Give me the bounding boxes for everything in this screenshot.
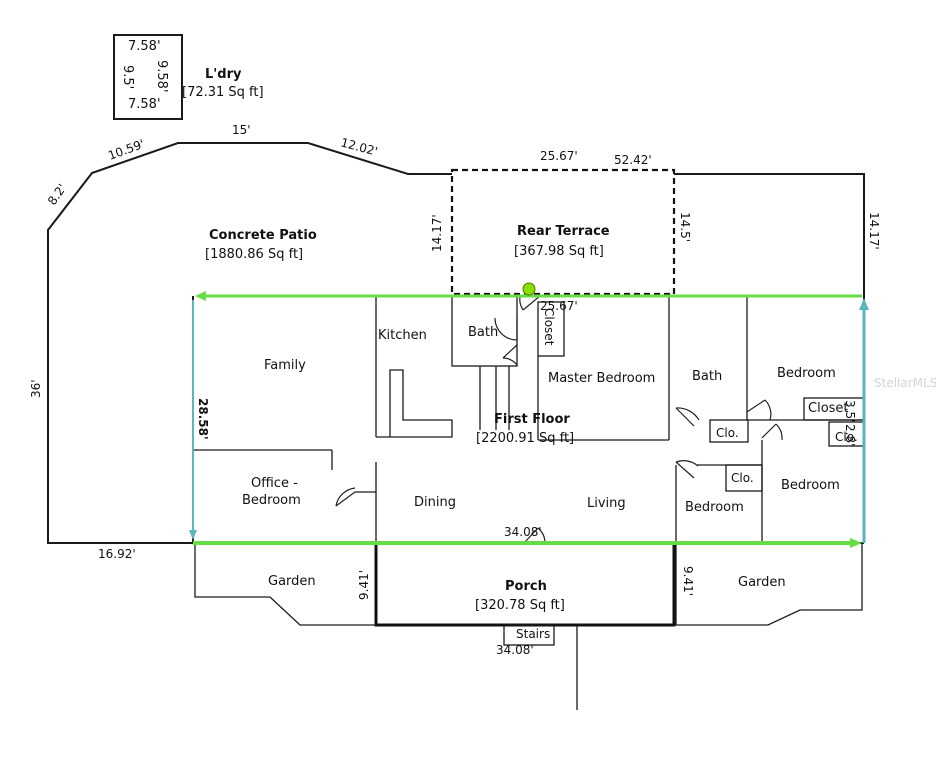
stairs-label: Stairs bbox=[516, 627, 550, 641]
laundry-area: [72.31 Sq ft] bbox=[182, 85, 264, 100]
room-dining: Dining bbox=[414, 495, 456, 510]
dim-3-5: 3.5' bbox=[843, 400, 857, 422]
dim-36: 36' bbox=[29, 379, 43, 398]
dim-2-8: 2.8' bbox=[843, 424, 857, 446]
room-master-bedroom: Master Bedroom bbox=[548, 371, 655, 386]
patio-area: [1880.86 Sq ft] bbox=[205, 247, 303, 262]
room-garden-left: Garden bbox=[268, 574, 316, 589]
dim-16-92: 16.92' bbox=[98, 547, 136, 561]
laundry-dim-bottom: 7.58' bbox=[128, 97, 161, 112]
patio-outline: Concrete Patio [1880.86 Sq ft] bbox=[47, 142, 865, 544]
patio-title: Concrete Patio bbox=[209, 228, 317, 243]
porch: Porch [320.78 Sq ft] Stairs bbox=[374, 541, 676, 710]
terrace-title: Rear Terrace bbox=[517, 224, 610, 239]
room-kitchen: Kitchen bbox=[378, 328, 427, 343]
terrace-area: [367.98 Sq ft] bbox=[514, 244, 604, 259]
first-floor-title: First Floor bbox=[494, 412, 570, 427]
laundry-room: 7.58' 7.58' 9.5' 9.58' L'dry [72.31 Sq f… bbox=[113, 34, 264, 120]
dim-25-67-top: 25.67' bbox=[540, 149, 578, 163]
laundry-dim-right: 9.58' bbox=[154, 60, 169, 93]
room-closet-center: Closet bbox=[542, 308, 556, 346]
dim-15: 15' bbox=[232, 123, 251, 137]
dimension-labels: 10.59' 15' 12.02' 8.2' 25.67' 52.42' 14.… bbox=[29, 123, 881, 657]
dim-14-17-right: 14.17' bbox=[867, 212, 881, 250]
room-clo-b: Clo. bbox=[835, 430, 858, 444]
dim-14-17-left: 14.17' bbox=[430, 214, 444, 252]
laundry-dim-top: 7.58' bbox=[128, 39, 161, 54]
room-living: Living bbox=[587, 496, 626, 511]
room-clo-c: Clo. bbox=[731, 471, 754, 485]
dim-9-41-left: 9.41' bbox=[357, 570, 371, 600]
rear-terrace: Rear Terrace [367.98 Sq ft] bbox=[450, 168, 676, 296]
room-bath-center: Bath bbox=[468, 325, 498, 340]
measurement-lines bbox=[189, 282, 869, 548]
dim-34-08-mid: 34.08' bbox=[504, 525, 542, 539]
dim-28-58: 28.58' bbox=[196, 398, 210, 440]
room-clo-a: Clo. bbox=[716, 426, 739, 440]
porch-title: Porch bbox=[505, 579, 547, 594]
room-office-line2: Bedroom bbox=[242, 493, 301, 508]
room-garden-right: Garden bbox=[738, 575, 786, 590]
room-bedroom-small: Bedroom bbox=[685, 500, 744, 515]
dim-9-41-right: 9.41' bbox=[681, 566, 695, 596]
dim-8-2: 8.2' bbox=[45, 181, 69, 207]
dim-34-08-bottom: 34.08' bbox=[496, 643, 534, 657]
porch-area: [320.78 Sq ft] bbox=[475, 598, 565, 613]
room-closet-right: Closet bbox=[808, 401, 849, 416]
first-floor-area: [2200.91 Sq ft] bbox=[476, 431, 574, 446]
room-bedroom-top-right: Bedroom bbox=[777, 366, 836, 381]
room-labels: Family Kitchen Bath Closet Master Bedroo… bbox=[242, 308, 858, 590]
room-bedroom-right: Bedroom bbox=[781, 478, 840, 493]
dim-10-59: 10.59' bbox=[106, 137, 146, 163]
laundry-dim-left: 9.5' bbox=[120, 65, 135, 89]
dim-25-67-mid: 25.67' bbox=[540, 299, 578, 313]
door-swings bbox=[335, 295, 783, 544]
room-family: Family bbox=[264, 358, 306, 373]
watermark: StellarMLS bbox=[874, 376, 936, 390]
gardens bbox=[194, 543, 863, 626]
laundry-title: L'dry bbox=[205, 67, 242, 82]
room-bath-right: Bath bbox=[692, 369, 722, 384]
dim-52-42: 52.42' bbox=[614, 153, 652, 167]
dim-14-5: 14.5' bbox=[678, 212, 692, 242]
room-office-line1: Office - bbox=[251, 476, 298, 491]
